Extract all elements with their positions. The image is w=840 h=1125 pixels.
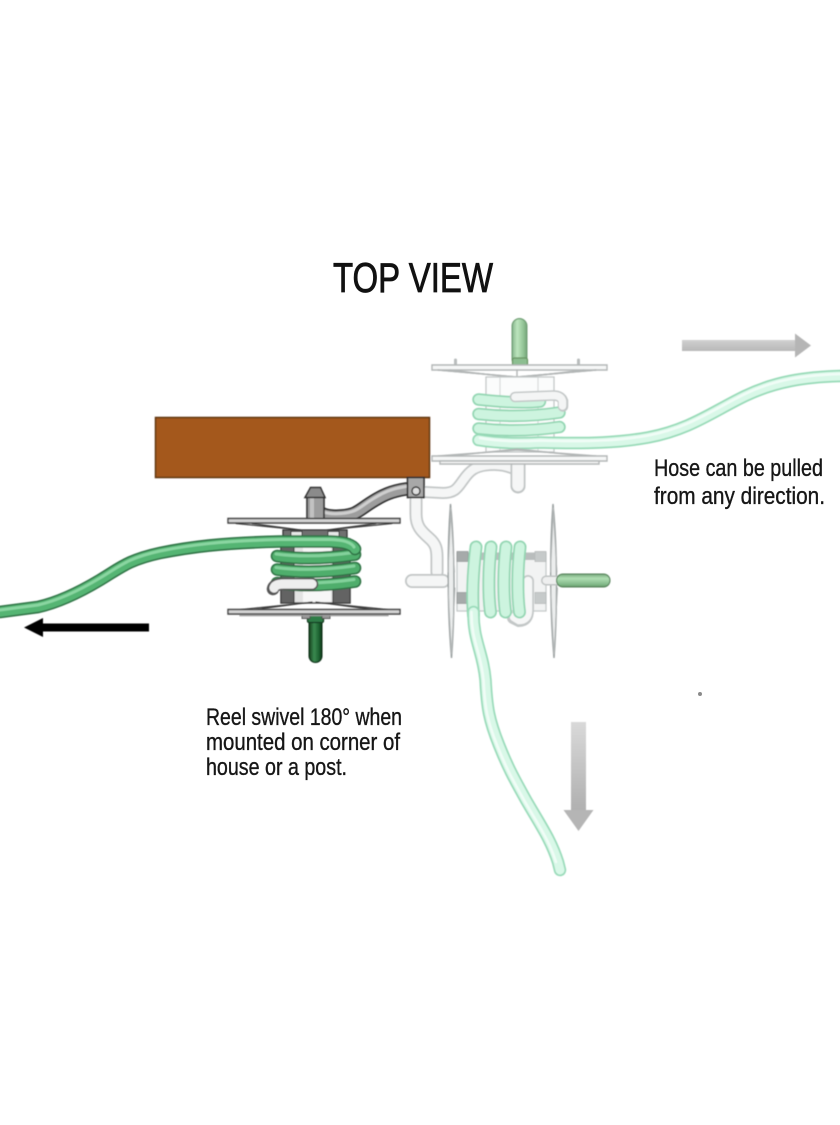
svg-text:Reel swivel 180° when: Reel swivel 180° when	[206, 704, 402, 731]
svg-text:TOP VIEW: TOP VIEW	[333, 254, 493, 301]
svg-text:from any direction.: from any direction.	[654, 483, 825, 510]
svg-text:Hose can be pulled: Hose can be pulled	[654, 455, 823, 482]
svg-text:house or a post.: house or a post.	[206, 754, 347, 781]
svg-text:mounted on corner of: mounted on corner of	[206, 729, 400, 756]
